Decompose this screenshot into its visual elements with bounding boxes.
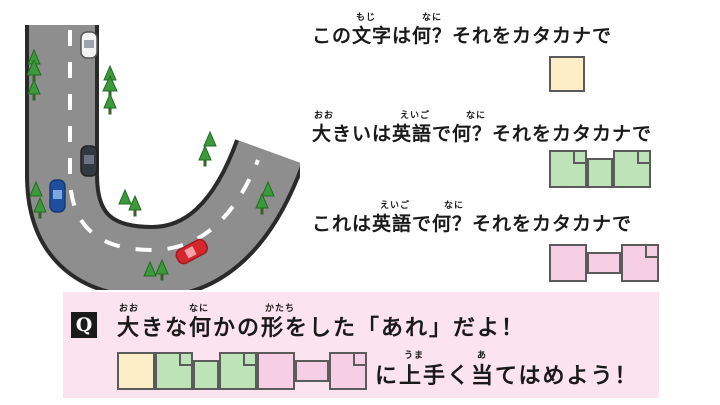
ruby-a: あ [477,351,488,361]
answer-box [587,158,613,188]
ruby-nani: なに [422,13,443,23]
ruby-oo: おお [314,111,335,121]
ruby-katachi: かたち [265,304,296,314]
clue-1: もじ なに この文字は何？それをカタカナで [312,10,612,47]
answer-box [549,150,587,188]
ruby-oo: おお [119,304,140,314]
answer-box [621,244,659,282]
ruby-moji: もじ [356,13,377,23]
answer-box [549,244,587,282]
question-line-2: に上手く当てはめよう！ [375,364,639,389]
car-red-icon [175,238,209,265]
answer-box [329,352,367,390]
answer-box [587,252,621,274]
lane-markings [68,30,260,253]
clue-2: おお えいご なに 大きいは英語で何？それをカタカナで [312,108,652,145]
clue-1-answer-box [549,56,585,92]
ruby-uma: うま [404,351,425,361]
answer-box [193,360,219,390]
ruby-nani: なに [444,201,465,211]
q-badge: Q [71,312,97,338]
answer-box [613,150,651,188]
ruby-eigo: えいご [380,201,411,211]
clue-1-text: この文字は何？それをカタカナで [312,25,613,47]
clue-2-text: 大きいは英語で何？それをカタカナで [312,123,653,145]
ruby-nani: なに [189,304,210,314]
answer-box [295,360,329,382]
ruby-eigo: えいご [400,111,431,121]
clue-3: えいご なに これは英語で何？それをカタカナで [312,198,632,235]
question-line-1: 大きな何かの形をした「あれ」だよ！ [117,316,526,341]
answer-box [257,352,295,390]
car-dark-icon [80,145,98,177]
tree-icon [26,48,275,281]
road-illustration [25,25,300,290]
answer-box [155,352,193,390]
car-blue-icon [49,179,66,213]
answer-box [219,352,257,390]
car-white-icon [80,31,98,59]
ruby-nani: なに [466,111,487,121]
road-surface [29,25,300,290]
question-panel: Q おお なに かたち 大きな何かの形をした「あれ」だよ！ うま あ に上手く当… [63,292,659,398]
answer-box [117,352,155,390]
clue-3-text: これは英語で何？それをカタカナで [312,213,633,235]
